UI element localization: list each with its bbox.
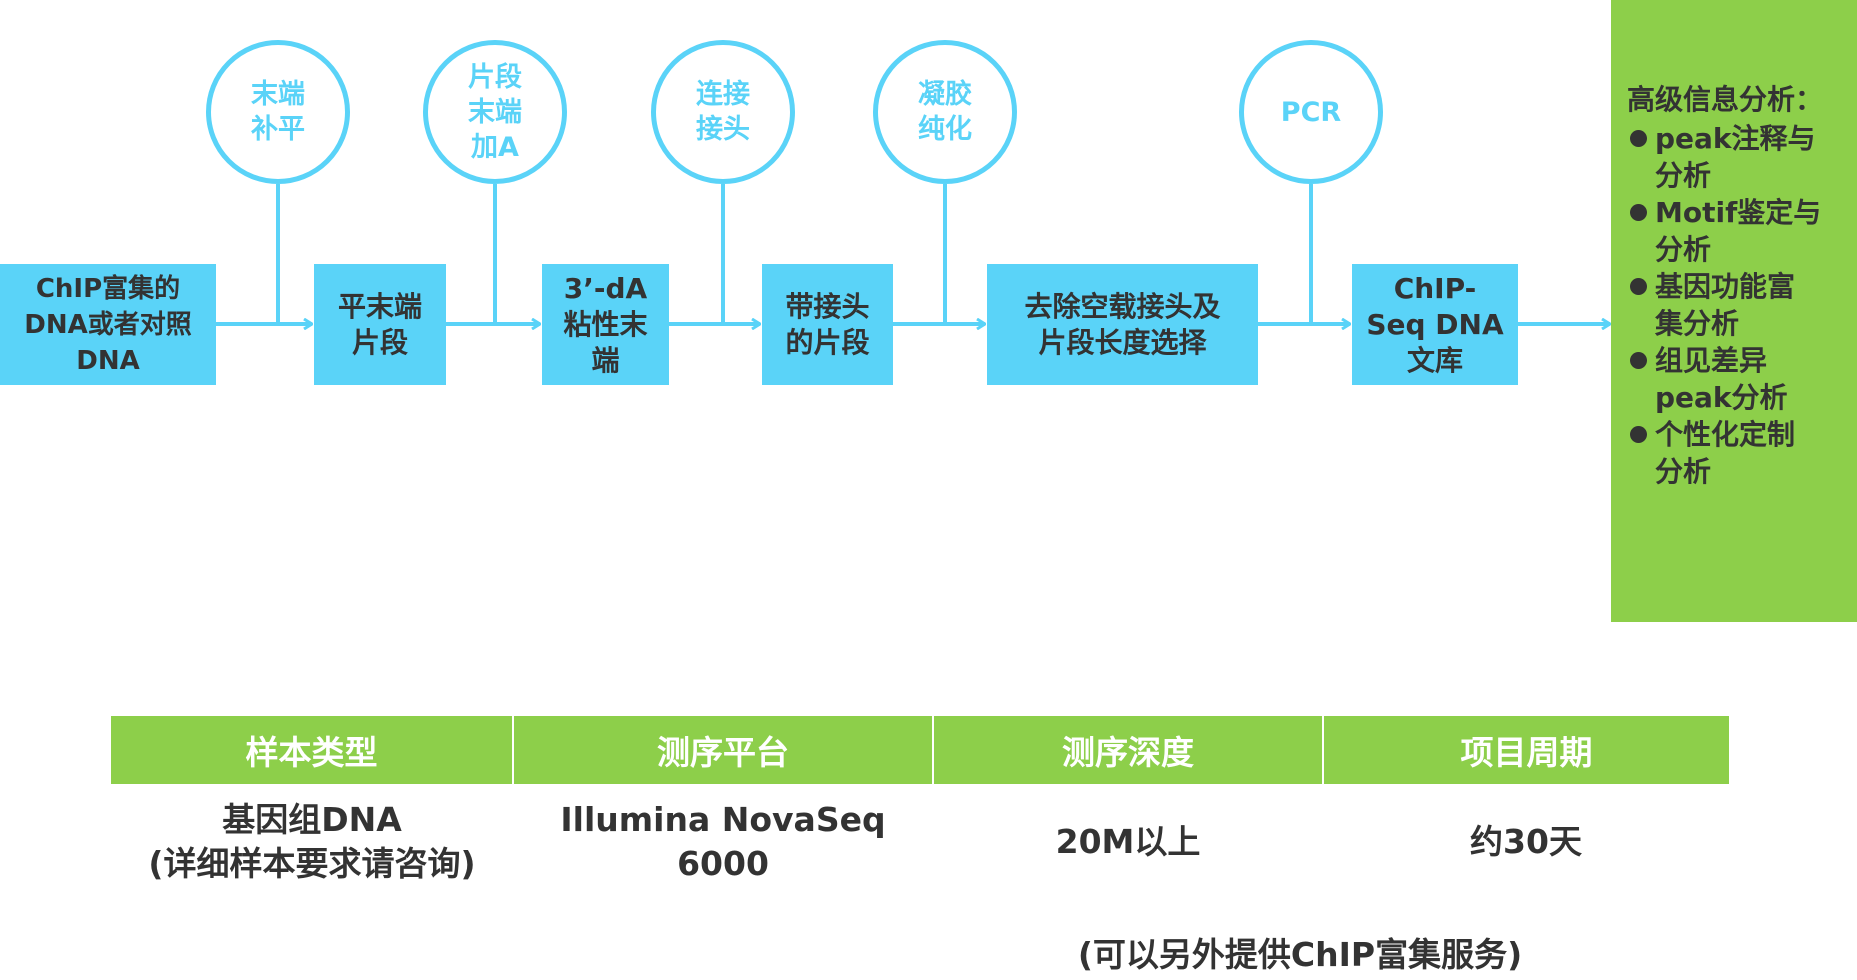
step-box-5: 去除空载接头及 片段长度选择 [987, 264, 1258, 385]
spec-table: 样本类型 测序平台 测序深度 项目周期 基因组DNA (详细样本要求请咨询) I… [111, 716, 1729, 900]
analysis-list: peak注释与 分析 Motif鉴定与 分析 基因功能富 集分析 组见差异 pe… [1627, 120, 1857, 490]
analysis-item: 基因功能富 集分析 [1627, 268, 1857, 342]
analysis-item: 个性化定制 分析 [1627, 416, 1857, 490]
cell-depth: 20M以上 [1055, 822, 1201, 861]
operation-circle-3: 连接 接头 [651, 40, 795, 184]
step-box-6: ChIP- Seq DNA 文库 [1352, 264, 1518, 385]
cell-sample-type: 基因组DNA (详细样本要求请咨询) [148, 800, 476, 883]
step-box-3: 3’-dA 粘性末 端 [542, 264, 669, 385]
header-depth: 测序深度 [932, 716, 1323, 784]
operation-circle-1: 末端 补平 [206, 40, 350, 184]
header-sample-type: 样本类型 [111, 716, 513, 784]
analysis-title: 高级信息分析： [1627, 83, 1824, 116]
cell-cycle: 约30天 [1470, 822, 1582, 861]
step-box-2: 平末端 片段 [314, 264, 446, 385]
step-box-4: 带接头 的片段 [762, 264, 893, 385]
table-row: 基因组DNA (详细样本要求请咨询) Illumina NovaSeq 6000… [111, 784, 1729, 900]
service-note: (可以另外提供ChIP富集服务) [1077, 935, 1523, 974]
operation-circle-2: 片段 末端 加A [423, 40, 567, 184]
analysis-panel: 高级信息分析： peak注释与 分析 Motif鉴定与 分析 基因功能富 集分析… [1611, 0, 1857, 622]
analysis-item: 组见差异 peak分析 [1627, 342, 1857, 416]
header-cycle: 项目周期 [1322, 716, 1729, 784]
operation-circle-5: PCR [1239, 40, 1383, 184]
analysis-item: peak注释与 分析 [1627, 120, 1857, 194]
operation-circle-4: 凝胶 纯化 [873, 40, 1017, 184]
analysis-item: Motif鉴定与 分析 [1627, 194, 1857, 268]
table-header-row: 样本类型 测序平台 测序深度 项目周期 [111, 716, 1729, 784]
header-platform: 测序平台 [512, 716, 933, 784]
step-box-1: ChIP富集的 DNA或者对照 DNA [0, 264, 216, 385]
cell-platform: Illumina NovaSeq 6000 [560, 800, 886, 883]
